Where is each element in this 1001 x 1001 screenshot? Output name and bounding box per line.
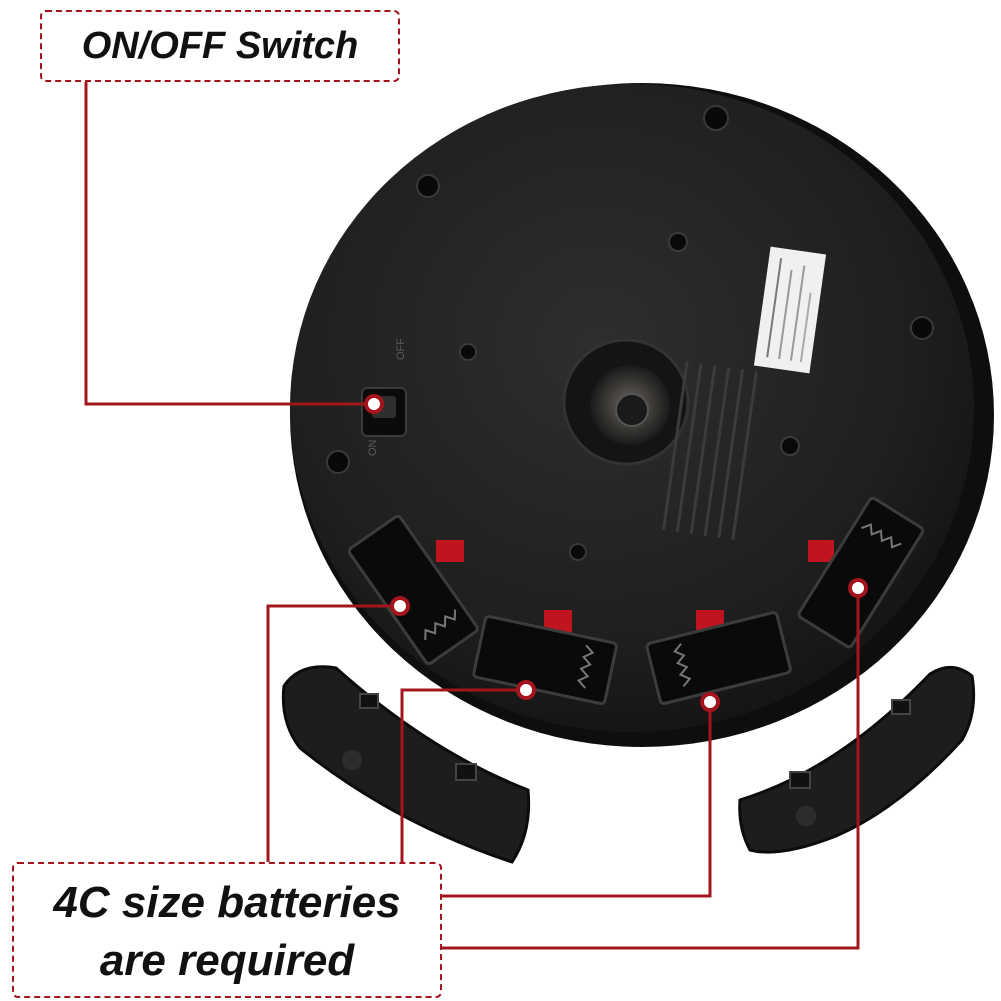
battery-leader-line-1 xyxy=(266,604,400,862)
switch-marker-dot xyxy=(364,394,384,414)
batteries-callout: 4C size batteries are required xyxy=(12,862,442,998)
battery-marker-dot-1 xyxy=(390,596,410,616)
switch-off-marking: OFF xyxy=(395,338,407,360)
switch-leader-line xyxy=(84,82,374,406)
battery-marker-dot-2 xyxy=(516,680,536,700)
embossed-text xyxy=(661,361,758,540)
product-label xyxy=(753,246,827,374)
battery-cover-left xyxy=(281,665,531,864)
battery-bay-2 xyxy=(472,615,618,706)
battery-marker-dot-3 xyxy=(700,692,720,712)
battery-leader-line-2 xyxy=(400,688,526,862)
battery-leader-line-3 xyxy=(442,702,712,898)
battery-leader-line-4 xyxy=(442,588,860,950)
battery-contact-tabs xyxy=(436,540,834,636)
turntable-base: OFF ON xyxy=(290,83,994,747)
switch-callout-label: ON/OFF Switch xyxy=(81,25,359,67)
battery-compartments xyxy=(347,496,925,706)
leader-lines xyxy=(84,82,860,950)
switch-on-marking: ON xyxy=(367,439,379,456)
batteries-callout-line1: 4C size batteries xyxy=(53,878,401,927)
batteries-callout-line2: are required xyxy=(99,936,355,985)
battery-bay-4 xyxy=(797,496,925,649)
battery-bay-1 xyxy=(347,514,479,665)
screw-holes xyxy=(326,105,934,561)
callout-markers xyxy=(364,394,868,712)
switch-callout: ON/OFF Switch xyxy=(40,10,400,82)
battery-marker-dot-4 xyxy=(848,578,868,598)
center-hub xyxy=(562,338,690,466)
battery-bay-3 xyxy=(645,611,792,706)
